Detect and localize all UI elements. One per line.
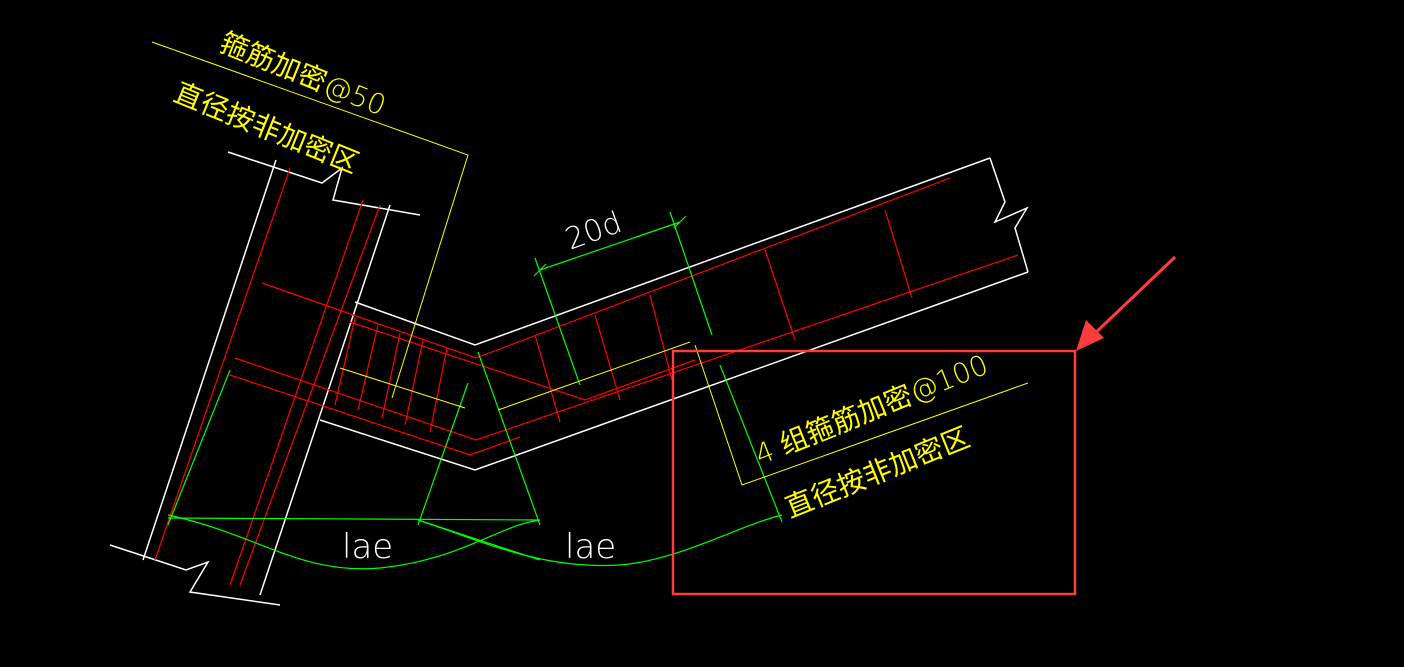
inner-rebar	[349, 321, 696, 401]
bottom-long-rebar	[234, 254, 1019, 441]
lae-left-label: lae	[342, 527, 393, 567]
bottom-break-line	[109, 544, 281, 606]
left-stirrup-3	[381, 332, 401, 419]
dim-20d-line	[539, 221, 681, 271]
highlight-box	[671, 349, 1077, 596]
right-stirrup-3	[649, 294, 673, 381]
lae-left-dim	[167, 517, 541, 521]
annotation-leaders	[151, 41, 1029, 486]
rebar-lines	[154, 167, 1019, 586]
left-stirrup-5	[429, 347, 448, 433]
dim-20d-ext-right	[669, 211, 713, 336]
mid-long-rebar	[229, 374, 521, 456]
right-stirrup-2	[594, 314, 621, 401]
concrete-outline	[109, 151, 1029, 606]
dimension-lines	[167, 211, 783, 570]
lae-left-ext-1	[167, 369, 231, 526]
highlight-arrow-shaft	[1088, 255, 1177, 340]
knee-top-edge	[354, 157, 991, 346]
lae-right-ext	[719, 364, 783, 523]
right-stirrup-4	[764, 249, 796, 341]
right-break-line	[989, 157, 1029, 273]
left-long-rebar-2	[239, 204, 381, 586]
left-stirrup-1	[334, 317, 356, 406]
lae-left-curve	[167, 514, 541, 570]
left-long-rebar-1	[154, 167, 291, 561]
left-long-rebar-3	[229, 199, 364, 586]
dim-20d-tick-right	[673, 215, 687, 229]
top-long-rebar	[261, 177, 951, 359]
mid-dash-line	[497, 341, 691, 411]
dim-20d-label: 20d	[561, 205, 627, 257]
knee-bottom-edge	[319, 271, 1029, 471]
left-stirrup-2	[357, 324, 379, 411]
left-stirrup-4	[404, 339, 424, 426]
lae-mid-ext	[477, 351, 541, 526]
left-beam-inner-edge	[259, 204, 391, 596]
top-note-leader	[151, 41, 469, 399]
top-break-line	[227, 151, 421, 216]
dim-20d-tick-left	[533, 263, 547, 277]
top-note-rebar-marker	[339, 367, 466, 409]
lae-right-curve	[417, 514, 783, 567]
right-stirrup-5	[884, 209, 913, 299]
right-stirrup-1	[534, 334, 561, 423]
left-beam-outer-edge	[142, 159, 277, 561]
highlight-arrow-head	[1076, 320, 1104, 351]
dim-20d-ext-left	[534, 257, 581, 386]
lae-right-label: lae	[565, 527, 616, 567]
right-note-leader	[694, 344, 1029, 486]
